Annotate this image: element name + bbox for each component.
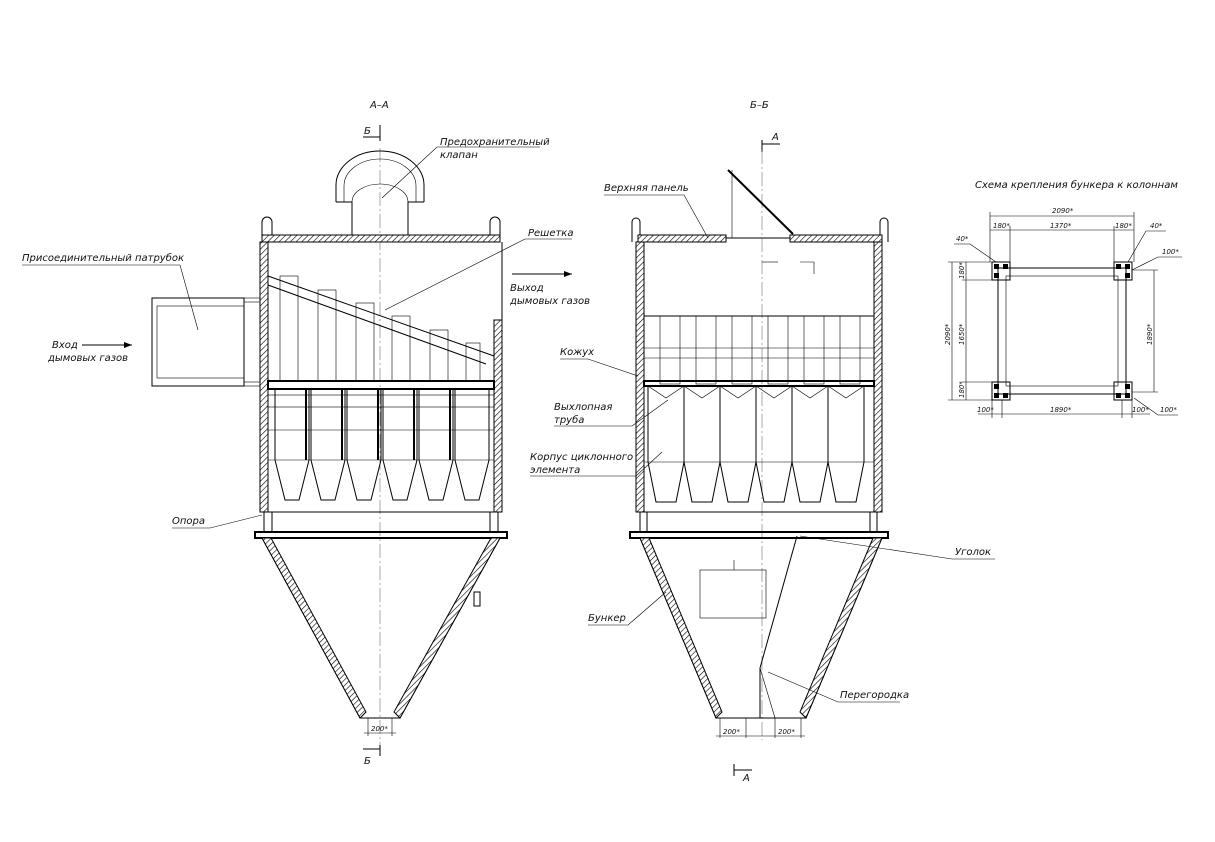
cyclone-tubes-aa [267, 275, 495, 501]
frame-inner [1005, 275, 1119, 387]
dim-bottom-left-100: 100* [977, 406, 994, 414]
dim-left-bb: 200* [723, 728, 740, 736]
label-valve-1: Предохранительный [440, 137, 550, 148]
dim-mid-width: 1370* [1050, 222, 1072, 230]
label-inlet-2: дымовых газов [47, 353, 128, 364]
dim-right-40: 40* [1150, 222, 1163, 230]
scheme-title: Схема крепления бункера к колоннам [975, 179, 1178, 191]
dim-left-height: 2090* [944, 323, 952, 345]
label-partition: Перегородка [840, 690, 909, 701]
lifting-lug-left [261, 216, 273, 242]
label-hopper: Бункер [588, 613, 626, 624]
dim-overall-width: 2090* [1052, 207, 1074, 215]
dim-left-offset: 180* [993, 222, 1010, 230]
dim-left-180-top: 180* [958, 262, 966, 279]
cut-label-bottom: Б [364, 756, 371, 767]
label-cyclone-2: элемента [530, 465, 580, 476]
inclined-grid [267, 275, 495, 357]
section-aa: А–А Б [22, 100, 590, 767]
valve-lid [727, 169, 794, 235]
column-pads [991, 261, 1133, 401]
section-aa-title: А–А [369, 100, 389, 111]
label-inlet-pipe: Присоединительный патрубок [22, 252, 184, 264]
dim-bottom-aa: 200* [371, 725, 388, 733]
label-exhaust-1: Выхлопная [554, 402, 612, 413]
dim-left-40: 40* [956, 235, 969, 243]
top-wall [261, 234, 501, 243]
fixing-scheme: Схема крепления бункера к колоннам [944, 179, 1182, 418]
lifting-lug-right [489, 216, 501, 242]
tube-sheet [267, 380, 495, 390]
dim-right-height: 1890* [1146, 323, 1154, 345]
support-left [263, 511, 273, 533]
inlet-pipe [151, 297, 245, 387]
right-wall [493, 319, 503, 513]
label-grid: Решетка [528, 228, 573, 239]
inspection-hatch [699, 569, 767, 619]
dim-right-bb: 200* [778, 728, 795, 736]
support-right [489, 511, 499, 533]
cyclone-tubes-bb [643, 315, 875, 503]
left-wall [259, 241, 269, 513]
label-inlet-1: Вход [52, 340, 78, 351]
dim-left-1650: 1650* [958, 323, 966, 345]
dim-right-100-top: 100* [1162, 248, 1179, 256]
label-exhaust-2: труба [554, 414, 584, 426]
partition [759, 535, 798, 669]
dim-bottom-1890: 1890* [1050, 406, 1072, 414]
hopper-aa [261, 537, 501, 719]
section-bb: Б–Б А [530, 100, 995, 784]
dim-left-180-bottom: 180* [958, 381, 966, 398]
dim-bottom-right-100: 100* [1132, 406, 1149, 414]
dim-bottom-right-100b: 100* [1160, 406, 1177, 414]
label-support: Опора [172, 516, 205, 527]
label-outlet-1: Выход [510, 283, 544, 294]
cut-label-top: Б [364, 126, 371, 137]
label-outlet-2: дымовых газов [509, 296, 590, 307]
label-casing: Кожух [560, 347, 594, 358]
valve-dome [335, 150, 425, 202]
section-bb-title: Б–Б [750, 100, 769, 111]
frame-outer [997, 267, 1127, 395]
label-valve-2: клапан [440, 150, 478, 161]
cut-label-bottom-bb: А [742, 773, 750, 784]
label-cyclone-1: Корпус циклонного [530, 452, 633, 463]
label-top-panel: Верхняя панель [604, 183, 689, 194]
cut-label-top-bb: А [771, 132, 779, 143]
label-angle: Уголок [955, 547, 991, 558]
dim-right-offset: 180* [1115, 222, 1132, 230]
